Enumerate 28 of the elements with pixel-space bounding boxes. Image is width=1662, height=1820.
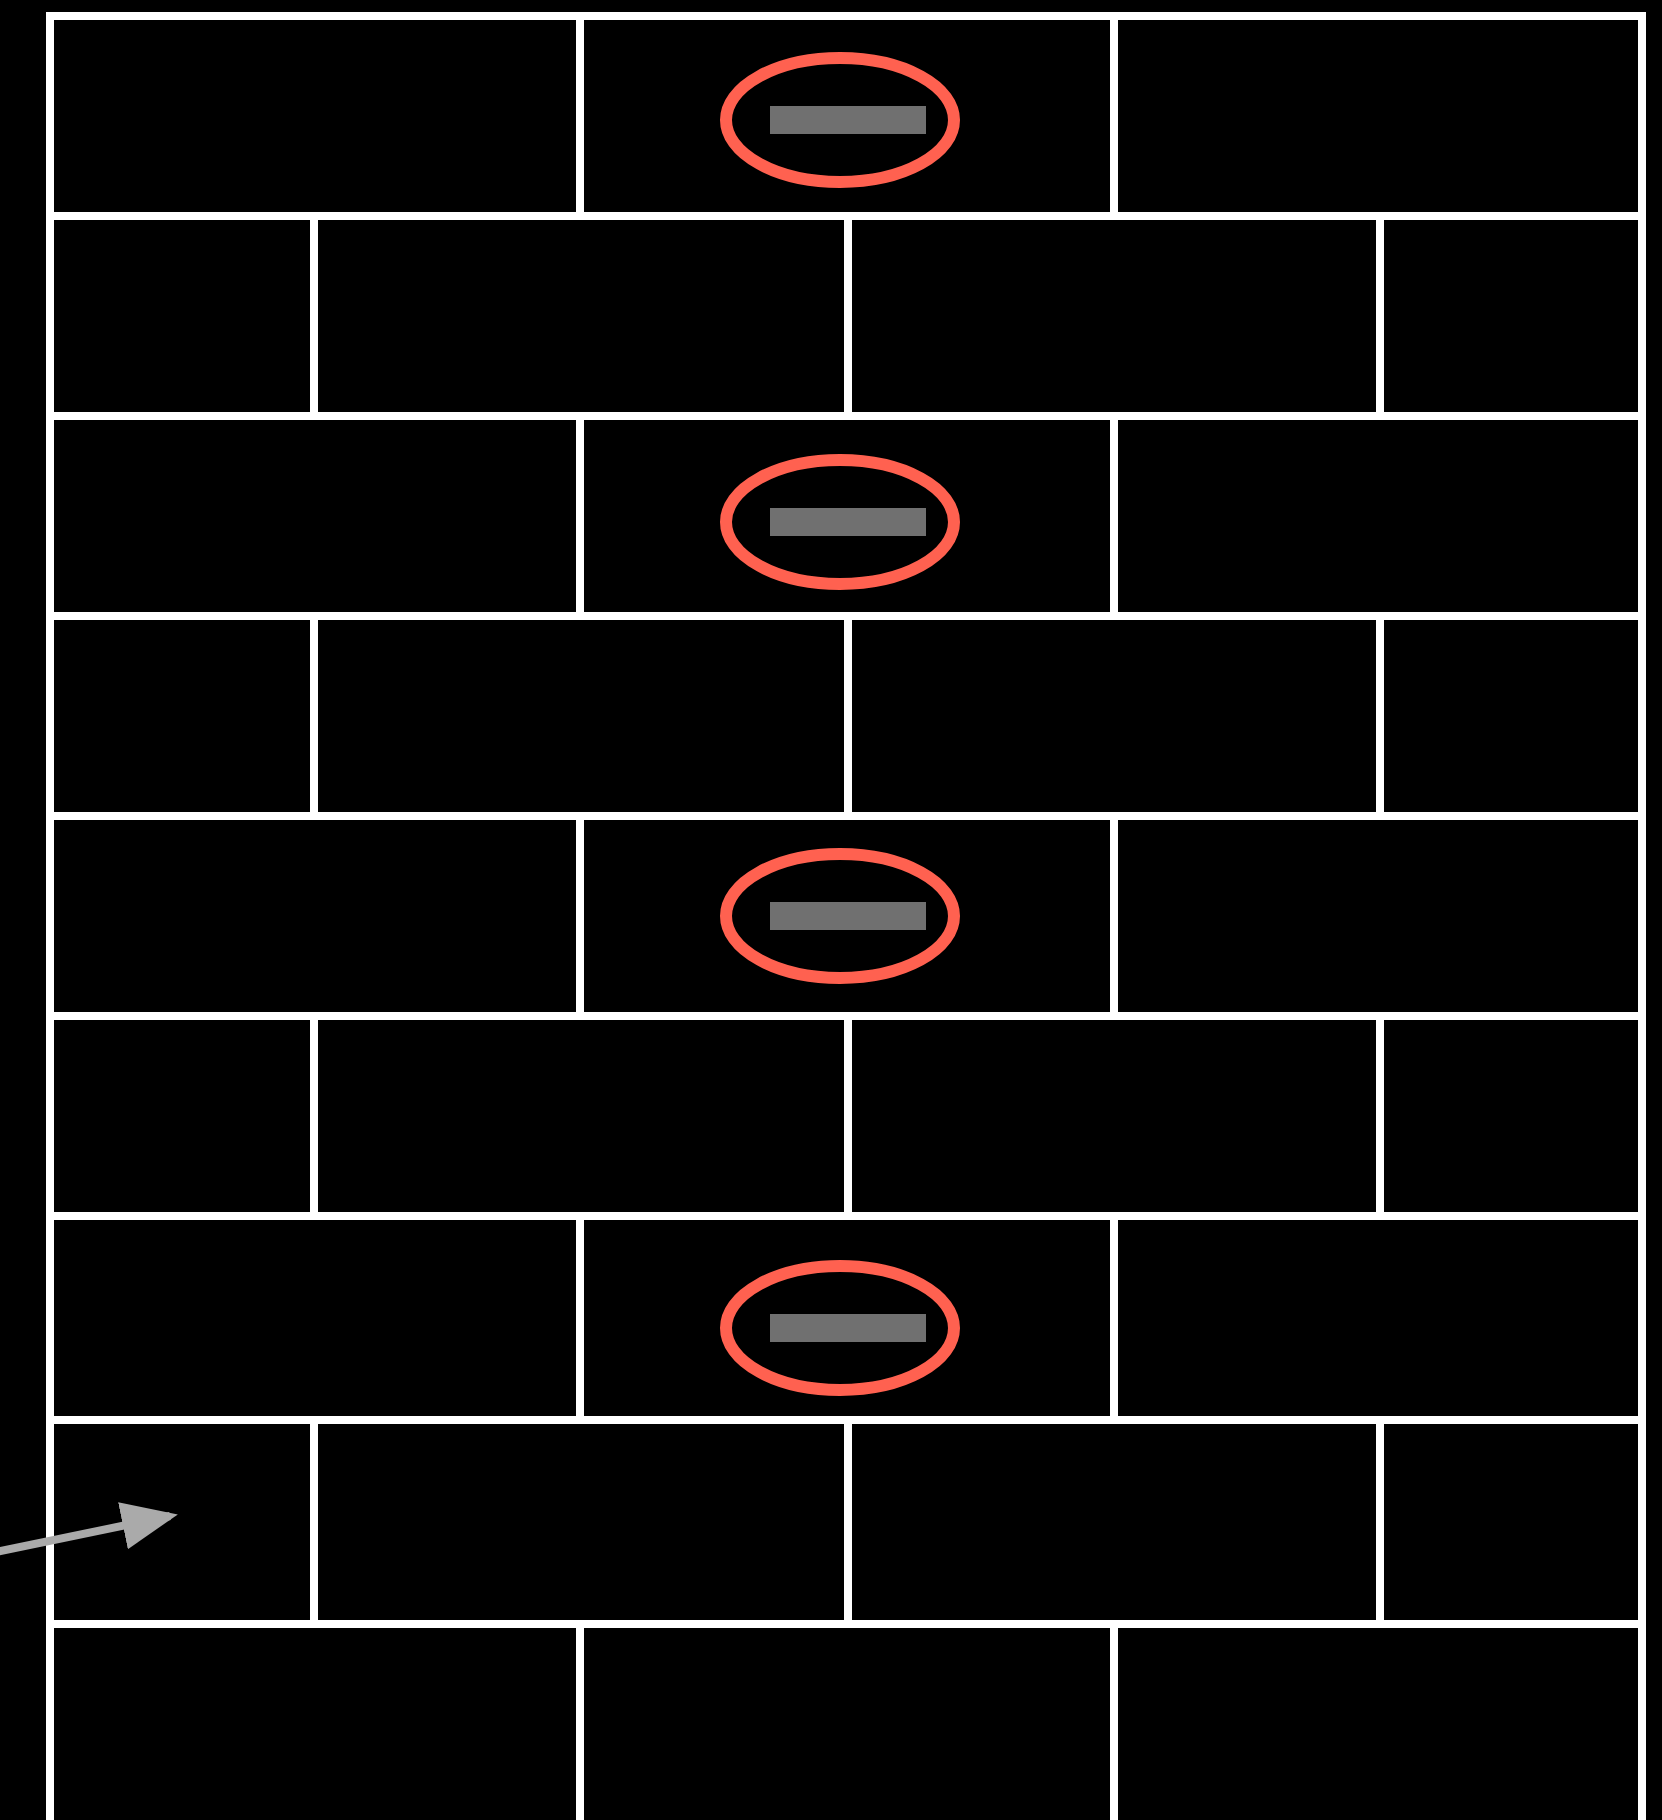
brick — [54, 1020, 310, 1212]
brick — [1384, 220, 1638, 412]
brick — [852, 620, 1376, 812]
brick — [852, 1020, 1376, 1212]
brick — [318, 620, 844, 812]
brick — [1118, 1220, 1638, 1416]
brick — [318, 220, 844, 412]
brick — [54, 620, 310, 812]
brick — [54, 1628, 576, 1820]
brick — [1384, 1424, 1638, 1620]
brick — [54, 1220, 576, 1416]
brick — [54, 220, 310, 412]
brick — [1118, 1628, 1638, 1820]
brick — [318, 1424, 844, 1620]
brick — [1118, 20, 1638, 212]
arrow — [0, 1502, 178, 1556]
brick — [54, 820, 576, 1012]
brick — [1118, 420, 1638, 612]
brick — [1384, 1020, 1638, 1212]
brick — [1118, 820, 1638, 1012]
brick — [318, 1020, 844, 1212]
brick — [852, 220, 1376, 412]
brick — [54, 20, 576, 212]
brick — [54, 420, 576, 612]
brick — [852, 1424, 1376, 1620]
brick — [584, 1628, 1110, 1820]
brick — [1384, 620, 1638, 812]
brick — [54, 1424, 310, 1620]
